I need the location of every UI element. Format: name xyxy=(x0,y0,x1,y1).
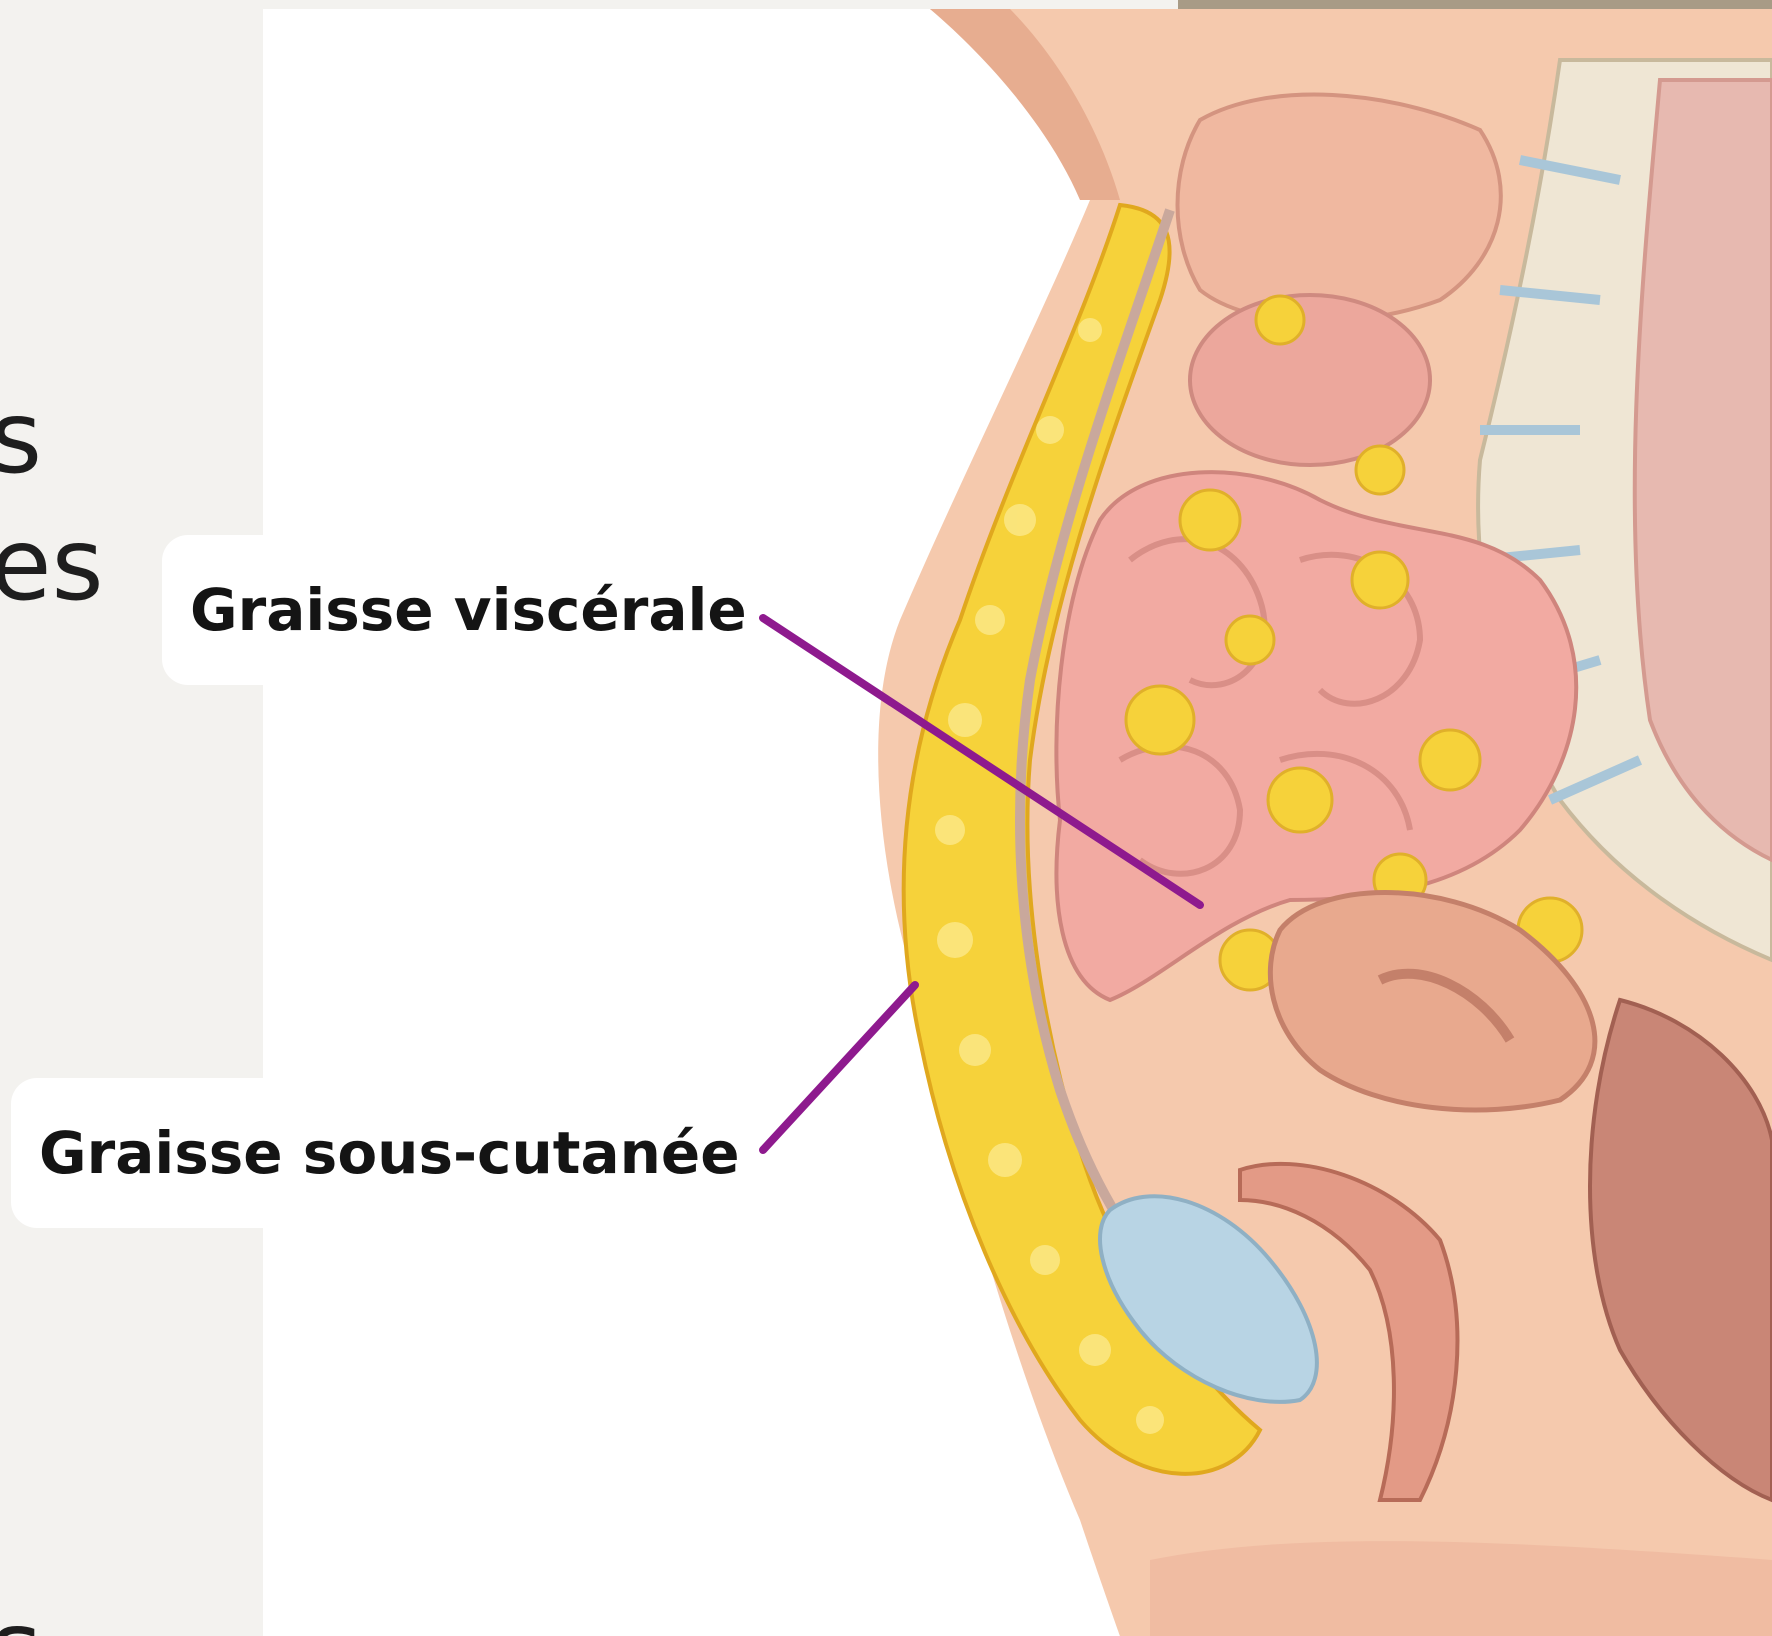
perineum xyxy=(1150,1541,1772,1636)
label-subcutaneous-fat: Graisse sous-cutanée xyxy=(11,1078,758,1228)
stomach xyxy=(1178,95,1501,322)
subcutaneous-leader-line xyxy=(763,985,915,1150)
label-visceral-fat-text: Graisse viscérale xyxy=(190,576,747,644)
organ-upper xyxy=(1190,295,1430,465)
label-subcutaneous-fat-text: Graisse sous-cutanée xyxy=(39,1119,740,1187)
label-visceral-fat: Graisse viscérale xyxy=(162,535,758,685)
